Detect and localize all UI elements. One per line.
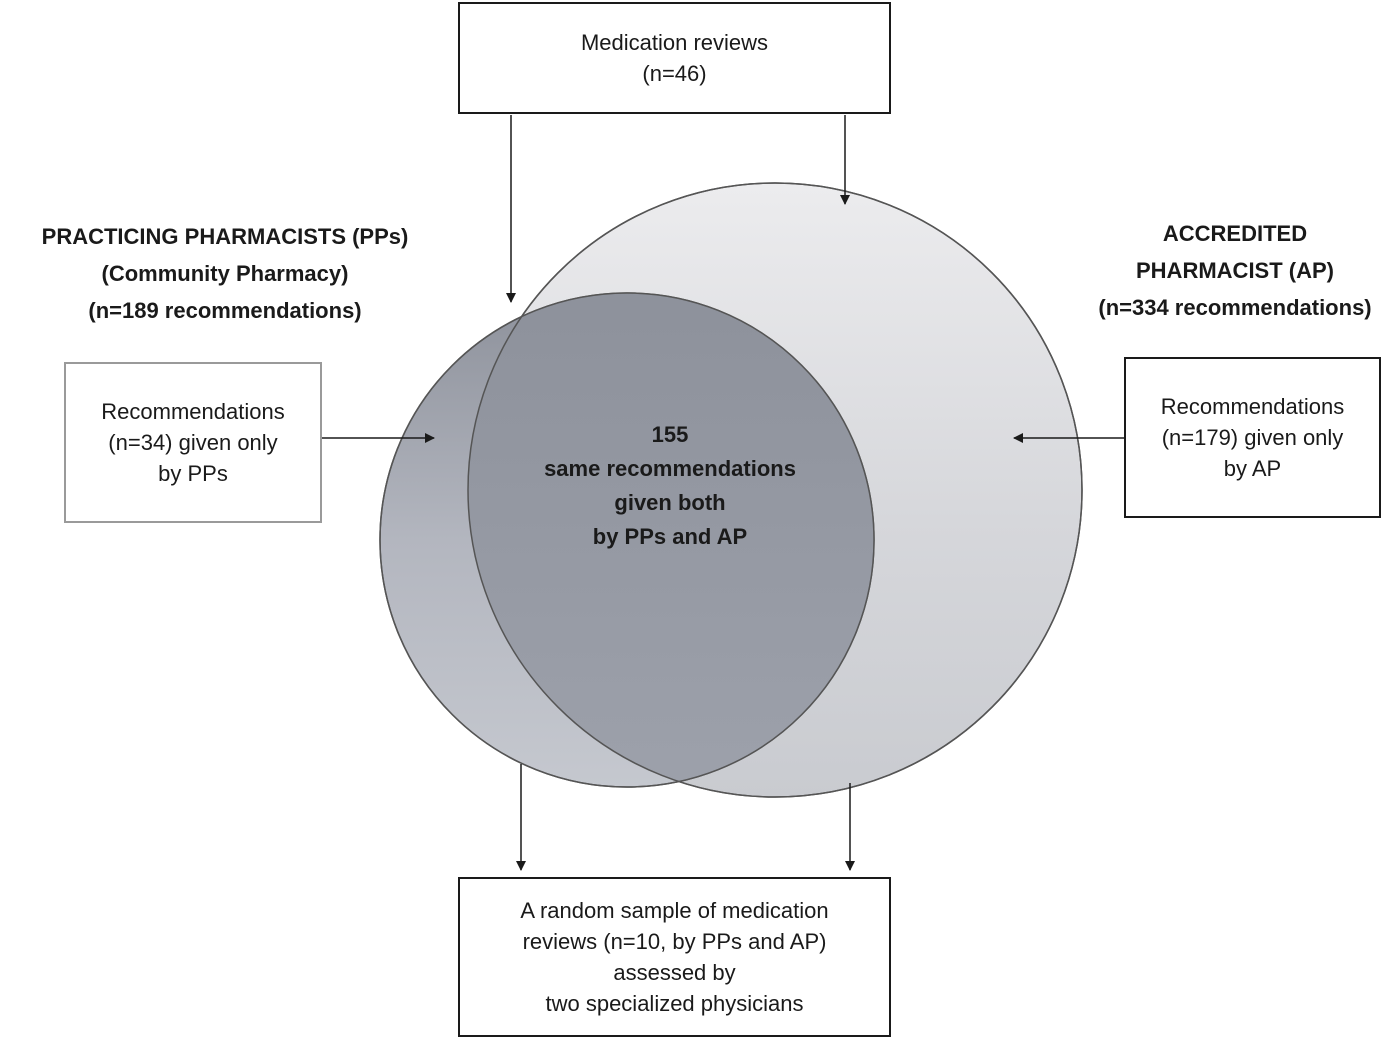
pp-group-label: PRACTICING PHARMACISTS (PPs) (Community … xyxy=(0,218,450,329)
overlap-line: given both xyxy=(614,490,726,515)
box-line: (n=34) given only xyxy=(108,430,278,455)
ap-circle-outline xyxy=(467,182,1083,798)
pp-only-recommendations-box: Recommendations (n=34) given only by PPs xyxy=(64,362,322,523)
overlap-line: by PPs and AP xyxy=(592,524,748,549)
ap-group-label: ACCREDITED PHARMACIST (AP) (n=334 recomm… xyxy=(1070,215,1400,326)
overlap-label: 155 same recommendations given both by P… xyxy=(520,418,820,554)
random-sample-box: A random sample of medication reviews (n… xyxy=(458,877,891,1037)
box-line: reviews (n=10, by PPs and AP) xyxy=(522,929,827,954)
ap-only-recommendations-box: Recommendations (n=179) given only by AP xyxy=(1124,357,1381,518)
overlap-region xyxy=(468,293,874,787)
label-line: (n=189 recommendations) xyxy=(88,298,362,323)
box-line: (n=46) xyxy=(642,61,707,86)
box-line: assessed by xyxy=(613,960,736,985)
label-line: PHARMACIST (AP) xyxy=(1136,258,1334,283)
label-line: (Community Pharmacy) xyxy=(101,261,349,286)
label-line: (n=334 recommendations) xyxy=(1098,295,1372,320)
box-line: (n=179) given only xyxy=(1161,425,1344,450)
pp-circle-outline xyxy=(379,292,875,788)
label-line: PRACTICING PHARMACISTS (PPs) xyxy=(41,224,409,249)
box-line: Recommendations xyxy=(1160,394,1345,419)
box-line: Medication reviews xyxy=(580,30,769,55)
box-line: by AP xyxy=(1223,456,1282,481)
overlap-line: same recommendations xyxy=(544,456,796,481)
box-line: A random sample of medication xyxy=(520,898,829,923)
box-line: by PPs xyxy=(158,461,228,486)
label-line: ACCREDITED xyxy=(1162,221,1308,246)
medication-reviews-box: Medication reviews (n=46) xyxy=(458,2,891,114)
box-line: Recommendations xyxy=(101,399,285,424)
box-line: two specialized physicians xyxy=(545,991,804,1016)
overlap-line: 155 xyxy=(651,422,689,447)
